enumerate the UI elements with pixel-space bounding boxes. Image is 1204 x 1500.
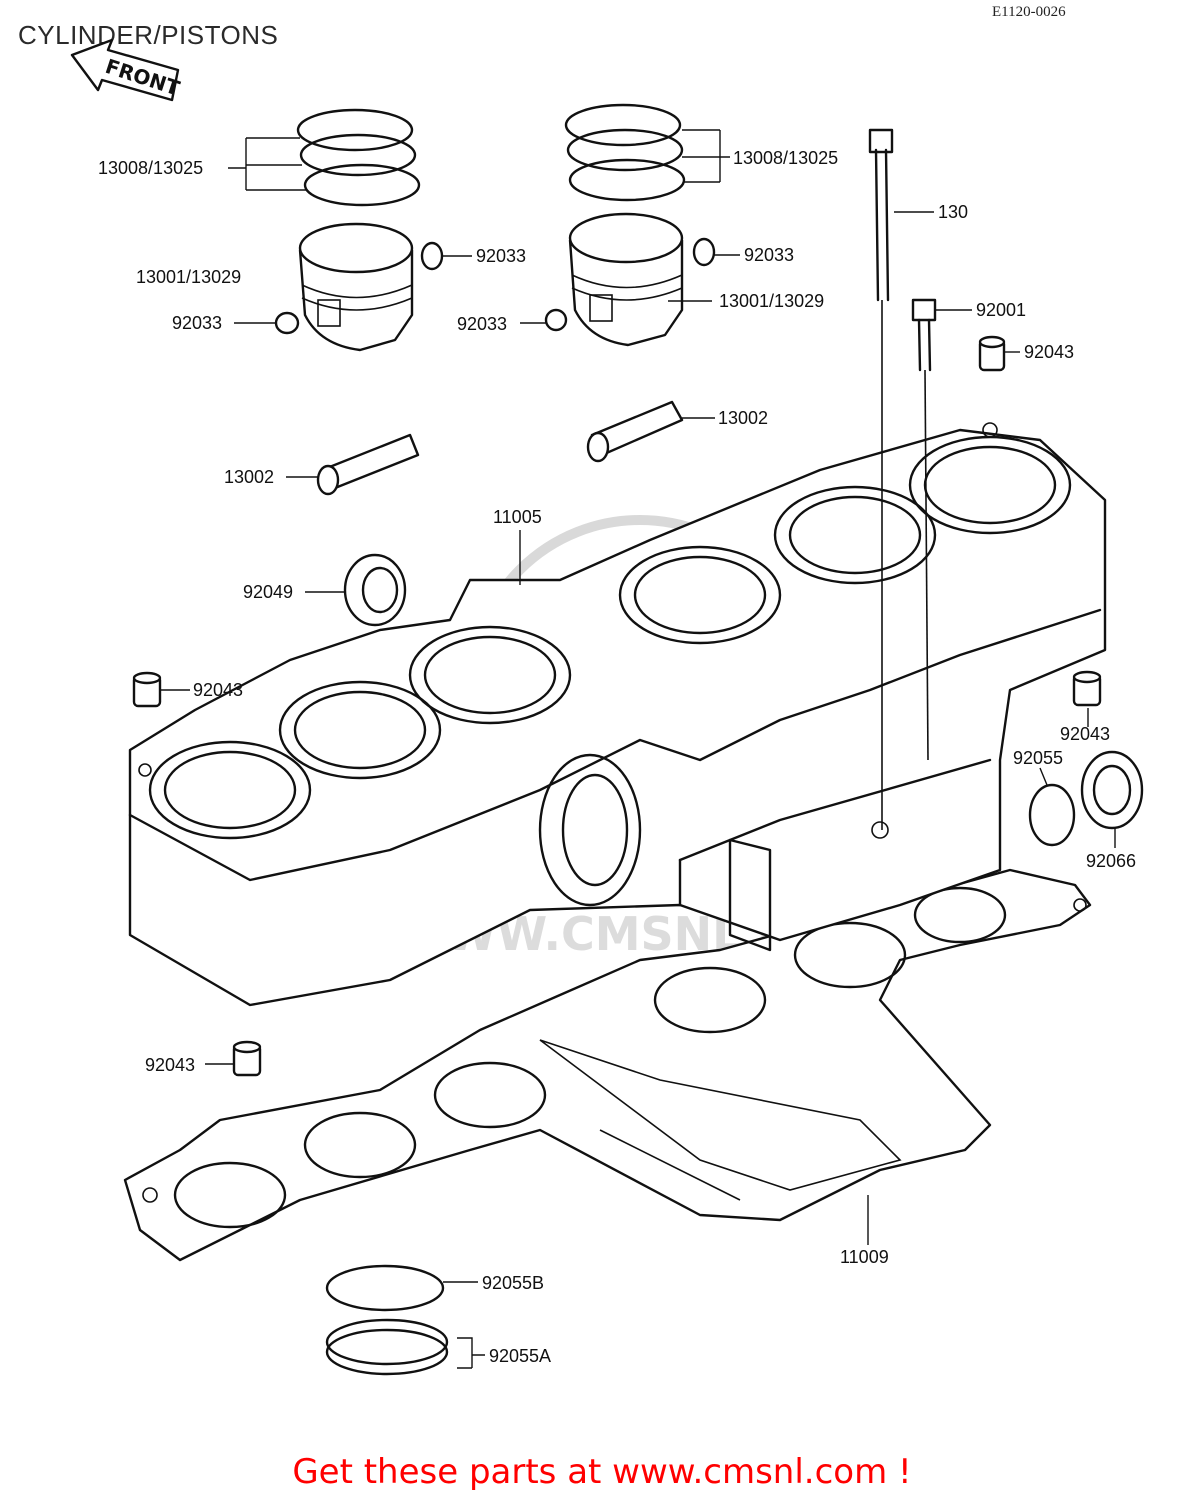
label-piston-left: 13001/13029 <box>136 267 242 287</box>
oring-92055b <box>325 1264 445 1312</box>
piston-pin-right <box>586 400 684 463</box>
label-pin-left: 13002 <box>224 467 275 487</box>
stud-bolt <box>868 128 894 830</box>
label-clip-right-upper: 92033 <box>744 245 795 265</box>
diagram-code: E1120-0026 <box>992 4 1066 20</box>
label-dowel-left: 92043 <box>193 680 244 700</box>
label-seal-92049: 92049 <box>243 582 294 602</box>
oil-seal-92066 <box>1080 750 1144 830</box>
bolt <box>911 298 937 761</box>
base-gasket <box>123 868 1092 1262</box>
clip-right-lower <box>544 308 568 332</box>
front-arrow-icon: FRONT <box>70 38 183 102</box>
piston-left <box>298 222 414 352</box>
clip-left-upper <box>420 241 444 271</box>
piston-rings-left <box>296 108 421 207</box>
label-pin-right: 13002 <box>718 408 769 428</box>
label-dowel-top-right: 92043 <box>1024 342 1075 362</box>
label-dowel-right: 92043 <box>1060 724 1111 744</box>
oil-seal-92049 <box>343 553 407 627</box>
dowel-top-right <box>978 335 1006 372</box>
label-oring-92055b: 92055B <box>482 1273 545 1293</box>
diagram-title: CYLINDER/PISTONS <box>18 20 279 50</box>
clip-right-upper <box>692 237 716 267</box>
piston-pin-left <box>316 433 420 496</box>
label-rings-right: 13008/13025 <box>733 148 839 168</box>
piston-right <box>568 212 684 347</box>
label-dowel-bottom-left: 92043 <box>145 1055 196 1075</box>
clip-left-lower <box>274 311 300 335</box>
label-seal-92066: 92066 <box>1086 851 1137 871</box>
label-rings-left: 13008/13025 <box>98 158 204 178</box>
leader-lines <box>160 129 1116 1369</box>
footer-promo-link[interactable]: Get these parts at www.cmsnl.com ! <box>292 1452 912 1492</box>
dowel-left <box>132 671 162 708</box>
label-oring-92055: 92055 <box>1013 748 1064 768</box>
label-clip-left-upper: 92033 <box>476 246 527 266</box>
label-piston-right: 13001/13029 <box>719 291 825 311</box>
label-clip-left-lower: 92033 <box>172 313 223 333</box>
oring-92055 <box>1028 783 1076 847</box>
oring-92055a <box>325 1318 449 1376</box>
label-bolt: 92001 <box>976 300 1027 320</box>
label-base-gasket: 11009 <box>840 1247 889 1267</box>
label-cylinder-block: 11005 <box>493 507 542 527</box>
label-oring-92055a: 92055A <box>489 1346 552 1366</box>
piston-rings-right <box>564 103 686 202</box>
cylinder-block <box>128 422 1107 1007</box>
label-clip-right-lower: 92033 <box>457 314 508 334</box>
dowel-bottom-left <box>232 1040 262 1077</box>
label-stud-bolt: 130 <box>938 202 969 222</box>
dowel-right <box>1072 670 1102 707</box>
